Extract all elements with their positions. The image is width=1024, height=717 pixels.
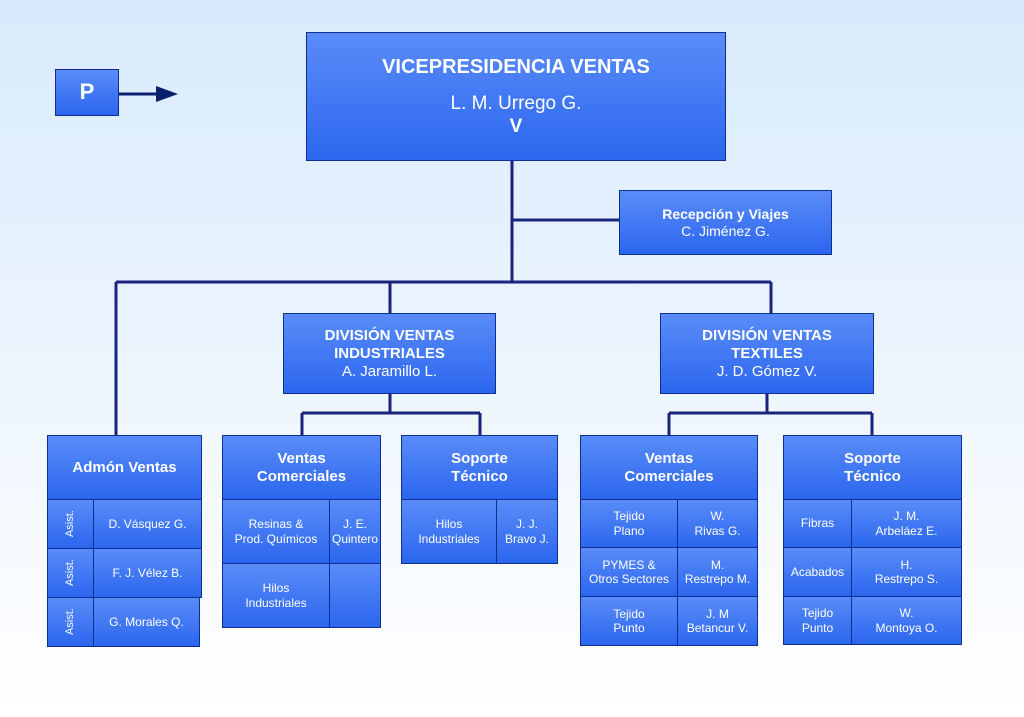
- div-tex-line2: TEXTILES: [731, 344, 803, 362]
- p-label: P: [79, 79, 95, 105]
- division-industriales-box[interactable]: DIVISIÓN VENTAS INDUSTRIALES A. Jaramill…: [283, 313, 496, 394]
- ventas-comerciales-tex-box[interactable]: Ventas Comerciales: [580, 435, 758, 500]
- soporte-tecnico-tex-box[interactable]: Soporte Técnico: [783, 435, 962, 500]
- vc-tex-area-2[interactable]: PYMES &Otros Sectores: [580, 547, 678, 597]
- st-tex-person-1[interactable]: J. M.Arbeláez E.: [851, 499, 962, 548]
- admon-title: Admón Ventas: [72, 458, 177, 476]
- vc-ind-line2: Comerciales: [256, 467, 347, 485]
- vc-tex-line2: Comerciales: [624, 467, 714, 485]
- division-textiles-box[interactable]: DIVISIÓN VENTAS TEXTILES J. D. Gómez V.: [660, 313, 874, 394]
- vc-tex-person-2[interactable]: M.Restrepo M.: [677, 547, 758, 597]
- vp-name: L. M. Urrego G.: [450, 92, 582, 114]
- div-ind-line2: INDUSTRIALES: [334, 344, 445, 362]
- admon-role-1: Asist.: [47, 499, 94, 549]
- vp-title: VICEPRESIDENCIA VENTAS: [382, 55, 650, 78]
- div-ind-line1: DIVISIÓN VENTAS: [324, 326, 455, 344]
- st-tex-person-3[interactable]: W.Montoya O.: [851, 596, 962, 645]
- st-tex-line1: Soporte: [844, 449, 901, 467]
- soporte-tecnico-ind-box[interactable]: Soporte Técnico: [401, 435, 558, 500]
- vc-ind-person-2[interactable]: [329, 563, 381, 628]
- p-button[interactable]: P: [55, 69, 119, 116]
- ventas-comerciales-ind-box[interactable]: Ventas Comerciales: [222, 435, 381, 500]
- st-tex-area-1[interactable]: Fibras: [783, 499, 852, 548]
- admon-ventas-box[interactable]: Admón Ventas: [47, 435, 202, 500]
- st-tex-line2: Técnico: [844, 467, 901, 485]
- st-ind-line2: Técnico: [451, 467, 508, 485]
- st-tex-person-2[interactable]: H.Restrepo S.: [851, 547, 962, 597]
- div-tex-line1: DIVISIÓN VENTAS: [702, 326, 832, 344]
- admon-role-3: Asist.: [47, 597, 94, 647]
- st-ind-person-1[interactable]: J. J.Bravo J.: [496, 499, 558, 564]
- reception-box[interactable]: Recepción y Viajes C. Jiménez G.: [619, 190, 832, 255]
- vicepresidencia-box[interactable]: VICEPRESIDENCIA VENTAS L. M. Urrego G. V: [306, 32, 726, 161]
- reception-title: Recepción y Viajes: [662, 205, 789, 222]
- admon-name-2[interactable]: F. J. Vélez B.: [93, 548, 202, 598]
- st-tex-area-2[interactable]: Acabados: [783, 547, 852, 597]
- vc-ind-line1: Ventas: [277, 449, 326, 467]
- vc-ind-area-1[interactable]: Resinas &Prod. Químicos: [222, 499, 330, 564]
- arrow-right-icon: [118, 86, 178, 102]
- reception-name: C. Jiménez G.: [681, 222, 770, 239]
- div-tex-name: J. D. Gómez V.: [716, 362, 818, 380]
- vp-code: V: [509, 115, 523, 137]
- vc-tex-line1: Ventas: [644, 449, 694, 467]
- vc-ind-person-1[interactable]: J. E.Quintero: [329, 499, 381, 564]
- vc-tex-person-1[interactable]: W.Rivas G.: [677, 499, 758, 548]
- admon-name-1[interactable]: D. Vásquez G.: [93, 499, 202, 549]
- admon-name-3[interactable]: G. Morales Q.: [93, 597, 200, 647]
- st-ind-line1: Soporte: [451, 449, 508, 467]
- admon-role-2: Asist.: [47, 548, 94, 598]
- div-ind-name: A. Jaramillo L.: [341, 362, 438, 380]
